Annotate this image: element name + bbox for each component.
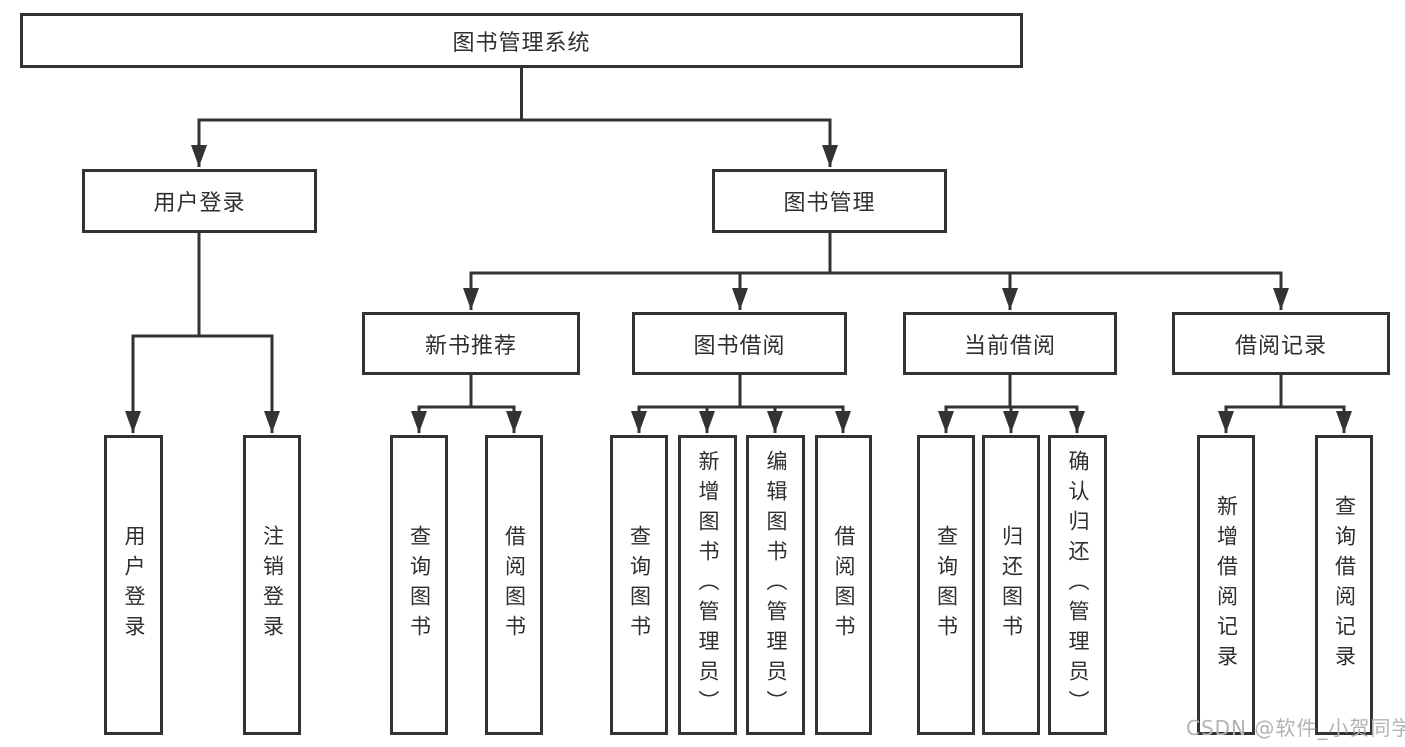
- node-borrow-books-borrowing: 借阅图书: [815, 435, 872, 735]
- node-book-management: 图书管理: [712, 169, 947, 233]
- node-label: 图书管理系统: [452, 30, 591, 56]
- node-user-login-action: 用户登录: [104, 435, 163, 735]
- node-label: 编辑图书（管理员）: [764, 450, 788, 720]
- node-label: 借阅记录: [1234, 333, 1327, 359]
- node-borrowing-records: 借阅记录: [1172, 312, 1390, 375]
- node-edit-books-admin: 编辑图书（管理员）: [746, 435, 805, 735]
- node-label: 确认归还（管理员）: [1066, 450, 1090, 720]
- node-label: 查询图书: [627, 525, 652, 645]
- node-label: 查询借阅记录: [1332, 495, 1357, 675]
- node-book-management-system: 图书管理系统: [20, 13, 1023, 68]
- node-confirm-return-admin: 确认归还（管理员）: [1048, 435, 1107, 735]
- node-user-login: 用户登录: [82, 169, 317, 233]
- node-label: 当前借阅: [963, 333, 1056, 359]
- node-label: 新书推荐: [424, 333, 517, 359]
- node-query-books-current: 查询图书: [917, 435, 975, 735]
- node-borrow-books-recommend: 借阅图书: [485, 435, 543, 735]
- node-add-borrow-record: 新增借阅记录: [1197, 435, 1255, 735]
- node-logout-action: 注销登录: [243, 435, 301, 735]
- node-new-book-recommend: 新书推荐: [362, 312, 580, 375]
- node-add-books-admin: 新增图书（管理员）: [678, 435, 737, 735]
- node-query-books-borrowing: 查询图书: [610, 435, 668, 735]
- node-label: 查询图书: [934, 525, 959, 645]
- node-label: 查询图书: [407, 525, 432, 645]
- node-label: 注销登录: [260, 525, 285, 645]
- node-query-borrow-record: 查询借阅记录: [1315, 435, 1373, 735]
- node-label: 图书管理: [783, 191, 876, 216]
- node-label: 用户登录: [122, 525, 146, 645]
- node-label: 归还图书: [999, 525, 1024, 645]
- node-current-borrowing: 当前借阅: [903, 312, 1117, 375]
- node-label: 新增借阅记录: [1214, 495, 1239, 675]
- node-label: 新增图书（管理员）: [696, 450, 720, 720]
- node-query-books-recommend: 查询图书: [390, 435, 448, 735]
- node-label: 用户登录: [153, 191, 246, 216]
- node-label: 图书借阅: [693, 333, 786, 359]
- node-label: 借阅图书: [502, 525, 527, 645]
- connector-arrows: [125, 120, 1352, 433]
- node-return-books: 归还图书: [982, 435, 1040, 735]
- watermark-text: CSDN @软件_小贺同学: [1186, 716, 1405, 740]
- node-book-borrowing: 图书借阅: [632, 312, 847, 375]
- node-label: 借阅图书: [832, 525, 856, 645]
